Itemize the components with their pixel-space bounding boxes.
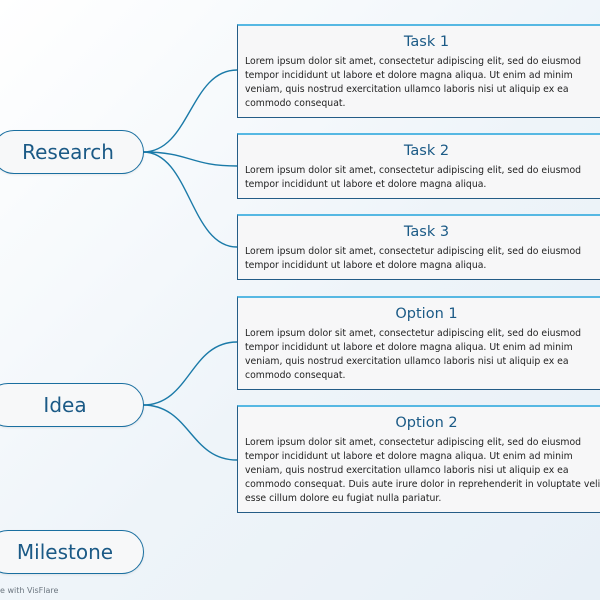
card-body-line: veniam, quis nostrud exercitation ullamc… [245, 84, 569, 95]
card-body: Lorem ipsum dolor sit amet, consectetur … [245, 164, 600, 192]
node-milestone-label: Milestone [16, 540, 114, 564]
card-body-line: tempor incididunt ut labore et dolore ma… [245, 70, 573, 81]
card-task-2[interactable]: Task 2 Lorem ipsum dolor sit amet, conse… [237, 133, 600, 199]
card-body-line: veniam, quis nostrud exercitation ullamc… [245, 465, 569, 476]
card-body-line: Lorem ipsum dolor sit amet, consectetur … [245, 246, 582, 257]
node-milestone[interactable]: Milestone [0, 530, 144, 574]
node-research[interactable]: Research [0, 130, 144, 174]
card-task-1[interactable]: Task 1 Lorem ipsum dolor sit amet, conse… [237, 24, 600, 118]
node-idea[interactable]: Idea [0, 383, 144, 427]
card-body-line: commodo consequat. Duis aute irure dolor… [245, 479, 600, 490]
card-body: Lorem ipsum dolor sit amet, consectetur … [245, 327, 600, 383]
card-body-line: commodo consequat. [245, 98, 346, 109]
card-body-line: Lorem ipsum dolor sit amet, consectetur … [245, 56, 582, 67]
card-body-line: tempor incididunt ut labore et dolore ma… [245, 451, 573, 462]
node-research-label: Research [22, 140, 114, 164]
connector-idea-option2 [142, 404, 238, 461]
watermark: e with VisFlare [0, 586, 59, 595]
card-body: Lorem ipsum dolor sit amet, consectetur … [245, 55, 600, 111]
card-option-2[interactable]: Option 2 Lorem ipsum dolor sit amet, con… [237, 405, 600, 513]
card-title: Task 1 [403, 34, 450, 50]
connector-research-task2 [142, 151, 238, 167]
card-title: Task 3 [403, 224, 450, 240]
connector-idea-option1 [142, 341, 238, 406]
card-body-line: Lorem ipsum dolor sit amet, consectetur … [245, 437, 582, 448]
card-title: Option 2 [395, 415, 458, 431]
card-body-line: commodo consequat. [245, 370, 346, 381]
card-body-line: tempor incididunt ut labore et dolore ma… [245, 342, 573, 353]
card-body: Lorem ipsum dolor sit amet, consectetur … [245, 245, 600, 273]
card-task-3[interactable]: Task 3 Lorem ipsum dolor sit amet, conse… [237, 214, 600, 280]
connector-research-task3 [142, 151, 238, 248]
connector-research-task1 [142, 69, 238, 153]
card-body-line: Lorem ipsum dolor sit amet, consectetur … [245, 165, 582, 176]
node-idea-label: Idea [43, 393, 87, 417]
card-title: Option 1 [395, 306, 458, 322]
card-title: Task 2 [403, 143, 450, 159]
card-body-line: tempor incididunt ut labore et dolore ma… [245, 179, 487, 190]
card-body-line: veniam, quis nostrud exercitation ullamc… [245, 356, 569, 367]
card-body-line: esse cillum dolore eu fugiat nulla paria… [245, 493, 442, 504]
card-body: Lorem ipsum dolor sit amet, consectetur … [245, 436, 600, 506]
card-body-line: Lorem ipsum dolor sit amet, consectetur … [245, 328, 582, 339]
card-body-line: tempor incididunt ut labore et dolore ma… [245, 260, 487, 271]
card-option-1[interactable]: Option 1 Lorem ipsum dolor sit amet, con… [237, 296, 600, 390]
